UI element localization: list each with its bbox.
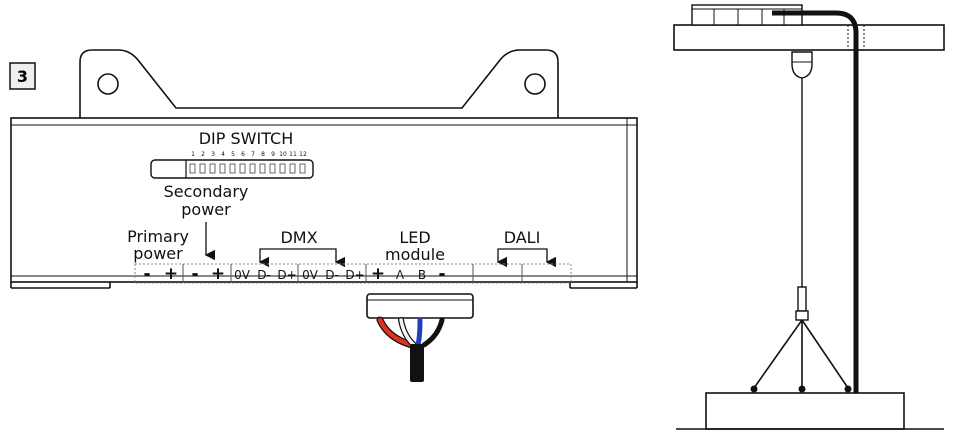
dmx-callout: DMX [258,228,346,268]
terminal-label: D- [325,268,339,282]
y-cable-right [801,319,849,389]
terminal-label: 0V [302,268,319,282]
dip-number: 10 [279,151,287,158]
wire-gripper [797,286,807,312]
dip-slot [209,163,216,174]
power-cable [772,10,859,393]
luminaire [705,392,905,430]
dip-number: 3 [211,151,215,158]
terminal-label: + [211,264,225,284]
ceiling-slab [673,24,945,51]
dali-label: DALI [504,228,541,247]
black-wire [421,317,445,348]
dip-slot [239,163,246,174]
dip-switch-label: DIP SWITCH [199,129,294,148]
blue-wire [415,317,423,348]
dip-number: 2 [201,151,205,158]
dip-number: 5 [231,151,235,158]
terminal-label: D- [257,268,271,282]
white-wire [399,318,416,347]
mounting-hole-left [97,73,119,95]
mounting-hole-right [524,73,546,95]
dip-slot [279,163,286,174]
dip-number: 9 [271,151,275,158]
dip-number: 6 [241,151,245,158]
terminal-label: B [418,268,426,282]
controller-housing [10,117,638,289]
dip-slot [229,163,236,174]
terminal-label: + [164,264,178,284]
connector-wires [376,316,445,349]
led-module-callout: LED module [385,228,445,264]
dip-number: 8 [261,151,265,158]
dmx-label: DMX [280,228,317,247]
terminal-label: - [143,264,150,284]
dip-slot [269,163,276,174]
dip-number: 7 [251,151,255,158]
ceiling-canopy [791,51,813,79]
step-number: 3 [17,67,28,86]
step-badge: 3 [9,62,36,90]
terminal-label: D+ [277,268,296,282]
dip-slot [299,163,306,174]
y-cable-left [753,319,803,389]
terminal-label: 0V [234,268,251,282]
terminal-label: - [191,264,198,284]
secondary-power-line2: power [181,200,231,219]
mounting-bracket [79,49,559,118]
led-module-line2: module [385,245,445,264]
cable-sheath [410,344,424,382]
dip-number: 1 [191,151,195,158]
terminal-label: A [396,268,405,282]
dip-slot [189,163,196,174]
primary-power-callout: Primary power [127,227,189,263]
primary-power-line2: power [133,244,183,263]
secondary-power-callout: Secondary power [164,182,249,261]
dip-slot [199,163,206,174]
dip-slot [249,163,256,174]
dip-switch-slots [189,163,306,174]
primary-power-line1: Primary [127,227,189,246]
dip-slot [259,163,266,174]
dip-number: 11 [289,151,297,158]
terminal-label: + [371,264,385,284]
led-connector-plug [366,293,474,382]
dali-callout: DALI [496,228,557,268]
terminal-label: - [438,264,445,284]
suspension-installation [673,4,945,430]
ceiling-controller [691,4,803,26]
dip-slot [289,163,296,174]
dip-number: 4 [221,151,225,158]
secondary-power-line1: Secondary [164,182,249,201]
dip-number: 12 [299,151,307,158]
terminal-label: D+ [345,268,364,282]
dip-slot [219,163,226,174]
led-module-line1: LED [399,228,430,247]
red-wire [377,317,415,348]
